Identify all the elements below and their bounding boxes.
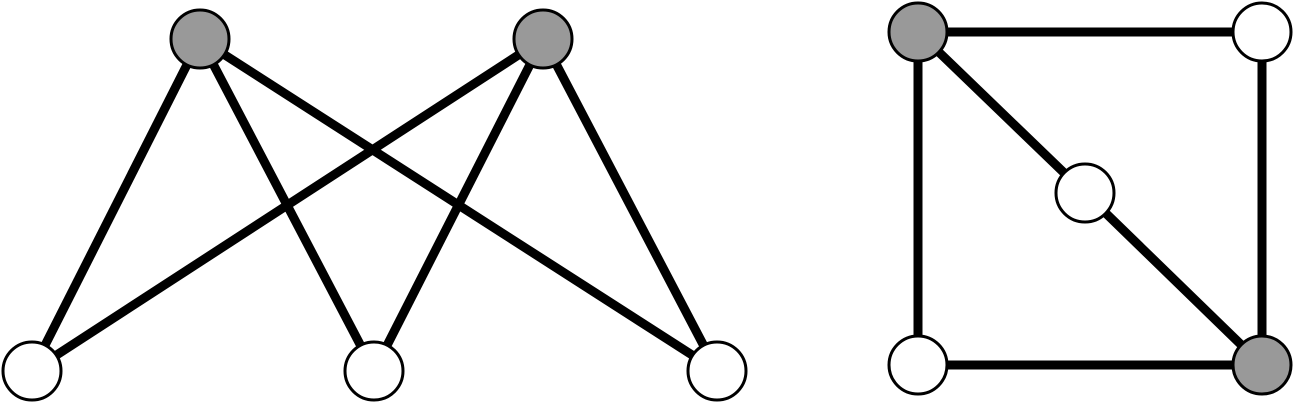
empty-node-b5	[686, 340, 748, 402]
empty-node-s2	[1231, 1, 1293, 63]
square-graph-edges	[913, 27, 1267, 370]
bipartite-graph-nodes	[1, 8, 748, 402]
edge-b2-b3	[29, 35, 546, 375]
filled-node-s5	[1231, 334, 1293, 396]
empty-node-b4	[343, 340, 405, 402]
edge-b2-b4	[369, 36, 548, 374]
edge-s3-s5	[1081, 189, 1266, 369]
square-graph-nodes	[887, 1, 1293, 396]
empty-node-s3	[1054, 162, 1116, 224]
edge-b2-b5	[539, 36, 721, 374]
square-graph	[887, 1, 1293, 396]
bipartite-graph-edges	[27, 35, 721, 375]
filled-node-b1	[169, 8, 231, 70]
empty-node-s4	[887, 334, 949, 396]
edge-s1-s3	[914, 28, 1089, 197]
filled-node-b2	[512, 8, 574, 70]
bipartite-graph	[1, 8, 748, 402]
edge-b1-b3	[27, 36, 205, 374]
filled-node-s1	[887, 1, 949, 63]
empty-node-b3	[1, 340, 63, 402]
